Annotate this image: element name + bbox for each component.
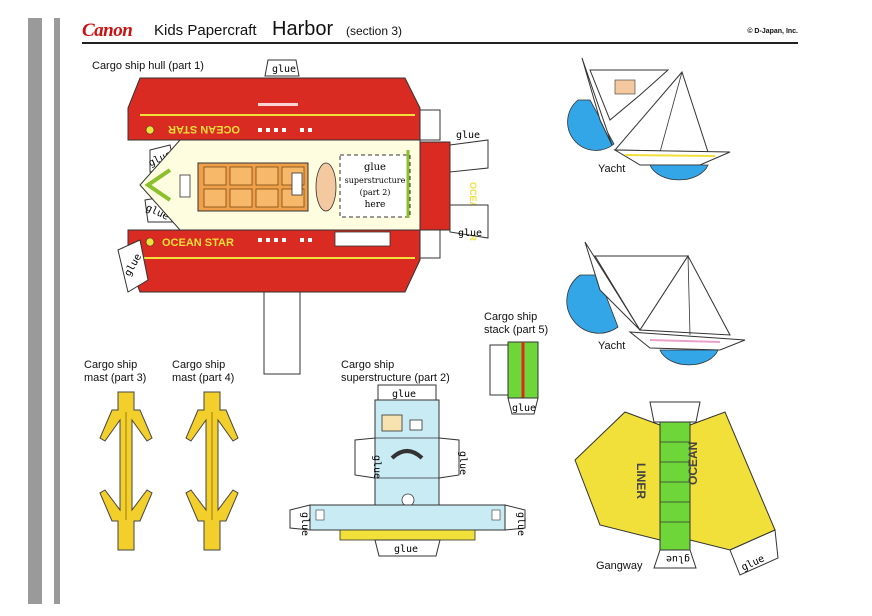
left-margin-bar xyxy=(28,18,42,604)
label-super-line1: Cargo ship xyxy=(341,359,395,371)
yacht-1 xyxy=(567,57,731,181)
series-name: Kids Papercraft xyxy=(154,22,257,39)
hull-note-4: here xyxy=(365,200,386,210)
label-mast3-line1: Cargo ship xyxy=(84,359,138,371)
label-super-line2: superstructure (part 2) xyxy=(341,372,450,384)
super-glue-bottom: glue xyxy=(394,544,418,555)
svg-text:glue: glue xyxy=(371,455,382,479)
mast-part-3 xyxy=(99,391,153,551)
label-gangway: Gangway xyxy=(596,560,643,572)
label-hull: Cargo ship hull (part 1) xyxy=(92,60,204,72)
svg-text:glue: glue xyxy=(457,451,468,475)
mast-part-4 xyxy=(185,391,239,551)
copyright: © D-Japan, Inc. xyxy=(747,28,798,35)
superstructure-part-2: glue glue glue glue glue glue xyxy=(289,384,526,557)
hull-cutout: glue OCEAN STAR glue glue glue superstru… xyxy=(117,59,489,375)
svg-text:glue: glue xyxy=(515,512,526,536)
page-title: Harbor xyxy=(272,18,334,40)
label-stack-line2: stack (part 5) xyxy=(484,324,549,336)
gangway: LINER OCEAN glue glue xyxy=(574,401,779,576)
svg-text:glue: glue xyxy=(456,130,480,141)
brand-logo: Canon xyxy=(82,20,133,41)
hull-note-1: glue xyxy=(364,162,386,173)
svg-text:glue: glue xyxy=(512,403,536,414)
gangway-liner: LINER xyxy=(634,463,648,499)
label-mast4-line1: Cargo ship xyxy=(172,359,226,371)
gangway-ocean: OCEAN xyxy=(686,442,700,485)
super-glue-top: glue xyxy=(392,389,416,400)
label-yacht-2: Yacht xyxy=(598,340,626,352)
label-mast3-line2: mast (part 3) xyxy=(84,372,147,384)
label-yacht-1: Yacht xyxy=(598,163,626,175)
svg-text:glue: glue xyxy=(299,512,310,536)
label-mast4-line2: mast (part 4) xyxy=(172,372,235,384)
page-header: Canon Kids Papercraft Harbor (section 3)… xyxy=(82,18,798,44)
svg-text:glue: glue xyxy=(666,553,690,564)
stack-part-5: glue xyxy=(489,341,539,415)
yacht-2 xyxy=(566,241,746,366)
section-label: (section 3) xyxy=(346,24,403,38)
hull-note-3: (part 2) xyxy=(360,188,391,197)
label-stack-line1: Cargo ship xyxy=(484,311,538,323)
hull-name-bottom: OCEAN STAR xyxy=(162,237,234,249)
svg-text:glue: glue xyxy=(458,228,482,239)
hull-glue-top: glue xyxy=(272,64,296,75)
left-margin-bar-thin xyxy=(54,18,60,604)
hull-name-top: OCEAN STAR xyxy=(168,123,240,135)
hull-note-2: superstructure xyxy=(345,176,406,185)
